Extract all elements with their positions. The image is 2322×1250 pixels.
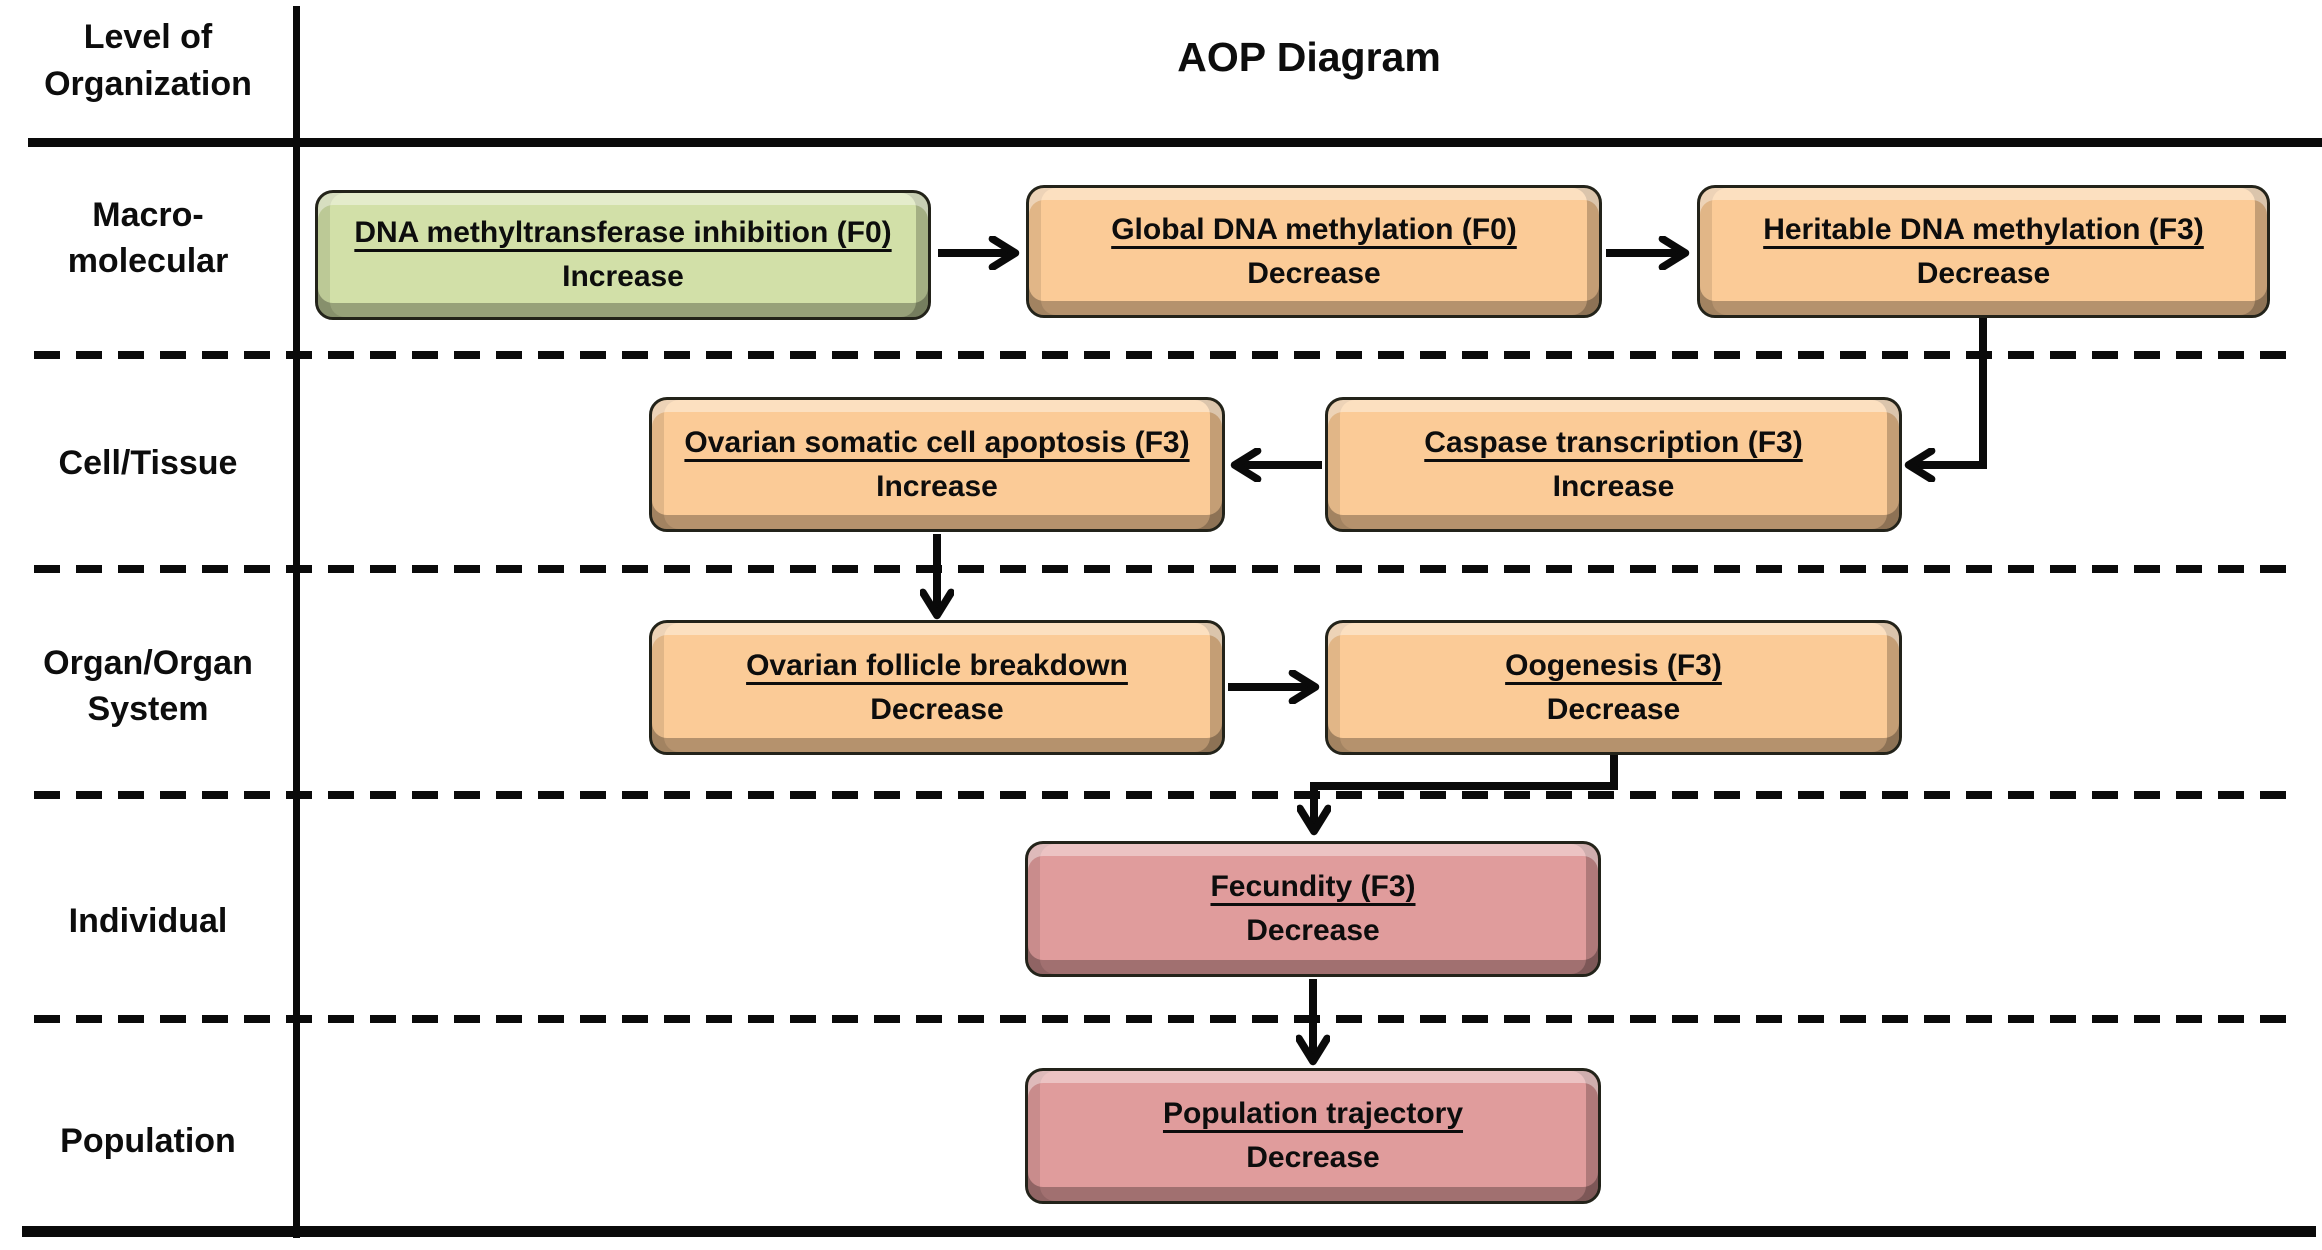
box-title: Global DNA methylation (F0) — [1111, 212, 1517, 246]
page-title: AOP Diagram — [1177, 34, 1441, 80]
box-title: Ovarian follicle breakdown — [746, 648, 1128, 682]
arrow-heritable-to-caspase — [1912, 316, 1987, 465]
box-direction: Decrease — [1546, 692, 1681, 726]
box-title: Heritable DNA methylation (F3) — [1763, 212, 2204, 246]
box-title: Ovarian somatic cell apoptosis (F3) — [684, 425, 1190, 459]
box-direction: Increase — [1552, 469, 1675, 503]
row-label-organ-organ-system: Organ/Organ System — [43, 644, 253, 728]
box-dna-methyltransferase-inhibition: DNA methyltransferase inhibition (F0) In… — [315, 190, 931, 320]
box-ovarian-somatic-cell-apoptosis: Ovarian somatic cell apoptosis (F3) Incr… — [649, 397, 1225, 532]
box-direction: Decrease — [870, 692, 1004, 726]
box-direction: Decrease — [1246, 914, 1380, 947]
box-ovarian-follicle-breakdown: Ovarian follicle breakdown Decrease — [649, 620, 1225, 755]
row-label-population: Population — [60, 1122, 236, 1160]
box-title: Population trajectory — [1162, 1097, 1464, 1130]
header-row-divider-line — [28, 138, 2322, 147]
box-caspase-transcription: Caspase transcription (F3) Increase — [1325, 397, 1902, 532]
box-direction: Increase — [562, 260, 684, 293]
box-direction: Decrease — [1916, 256, 2051, 290]
box-global-dna-methylation: Global DNA methylation (F0) Decrease — [1026, 185, 1602, 318]
row-separator-celltissue-organ — [34, 565, 2288, 573]
box-title: Fecundity (F3) — [1210, 870, 1416, 903]
row-label-macromolecular: Macro- molecular — [67, 196, 229, 280]
row-label-cell-tissue: Cell/Tissue — [58, 444, 238, 482]
row-separator-macromolecular-celltissue — [34, 351, 2288, 359]
box-heritable-dna-methylation: Heritable DNA methylation (F3) Decrease — [1697, 185, 2270, 318]
level-of-organization-label: Level of Organization — [44, 18, 252, 103]
box-fecundity: Fecundity (F3) Decrease — [1025, 841, 1601, 977]
box-title: Caspase transcription (F3) — [1424, 425, 1803, 459]
box-population-trajectory: Population trajectory Decrease — [1025, 1068, 1601, 1204]
bottom-border-line — [22, 1226, 2316, 1237]
box-title: DNA methyltransferase inhibition (F0) — [354, 216, 892, 249]
box-oogenesis: Oogenesis (F3) Decrease — [1325, 620, 1902, 755]
box-direction: Increase — [876, 469, 998, 503]
header-column-divider-line — [293, 6, 300, 1238]
box-direction: Decrease — [1247, 256, 1381, 290]
row-label-individual: Individual — [68, 902, 228, 940]
row-separator-organ-individual — [34, 791, 2288, 799]
row-separator-individual-population — [34, 1015, 2288, 1023]
box-title: Oogenesis (F3) — [1505, 648, 1722, 682]
box-direction: Decrease — [1246, 1141, 1380, 1174]
